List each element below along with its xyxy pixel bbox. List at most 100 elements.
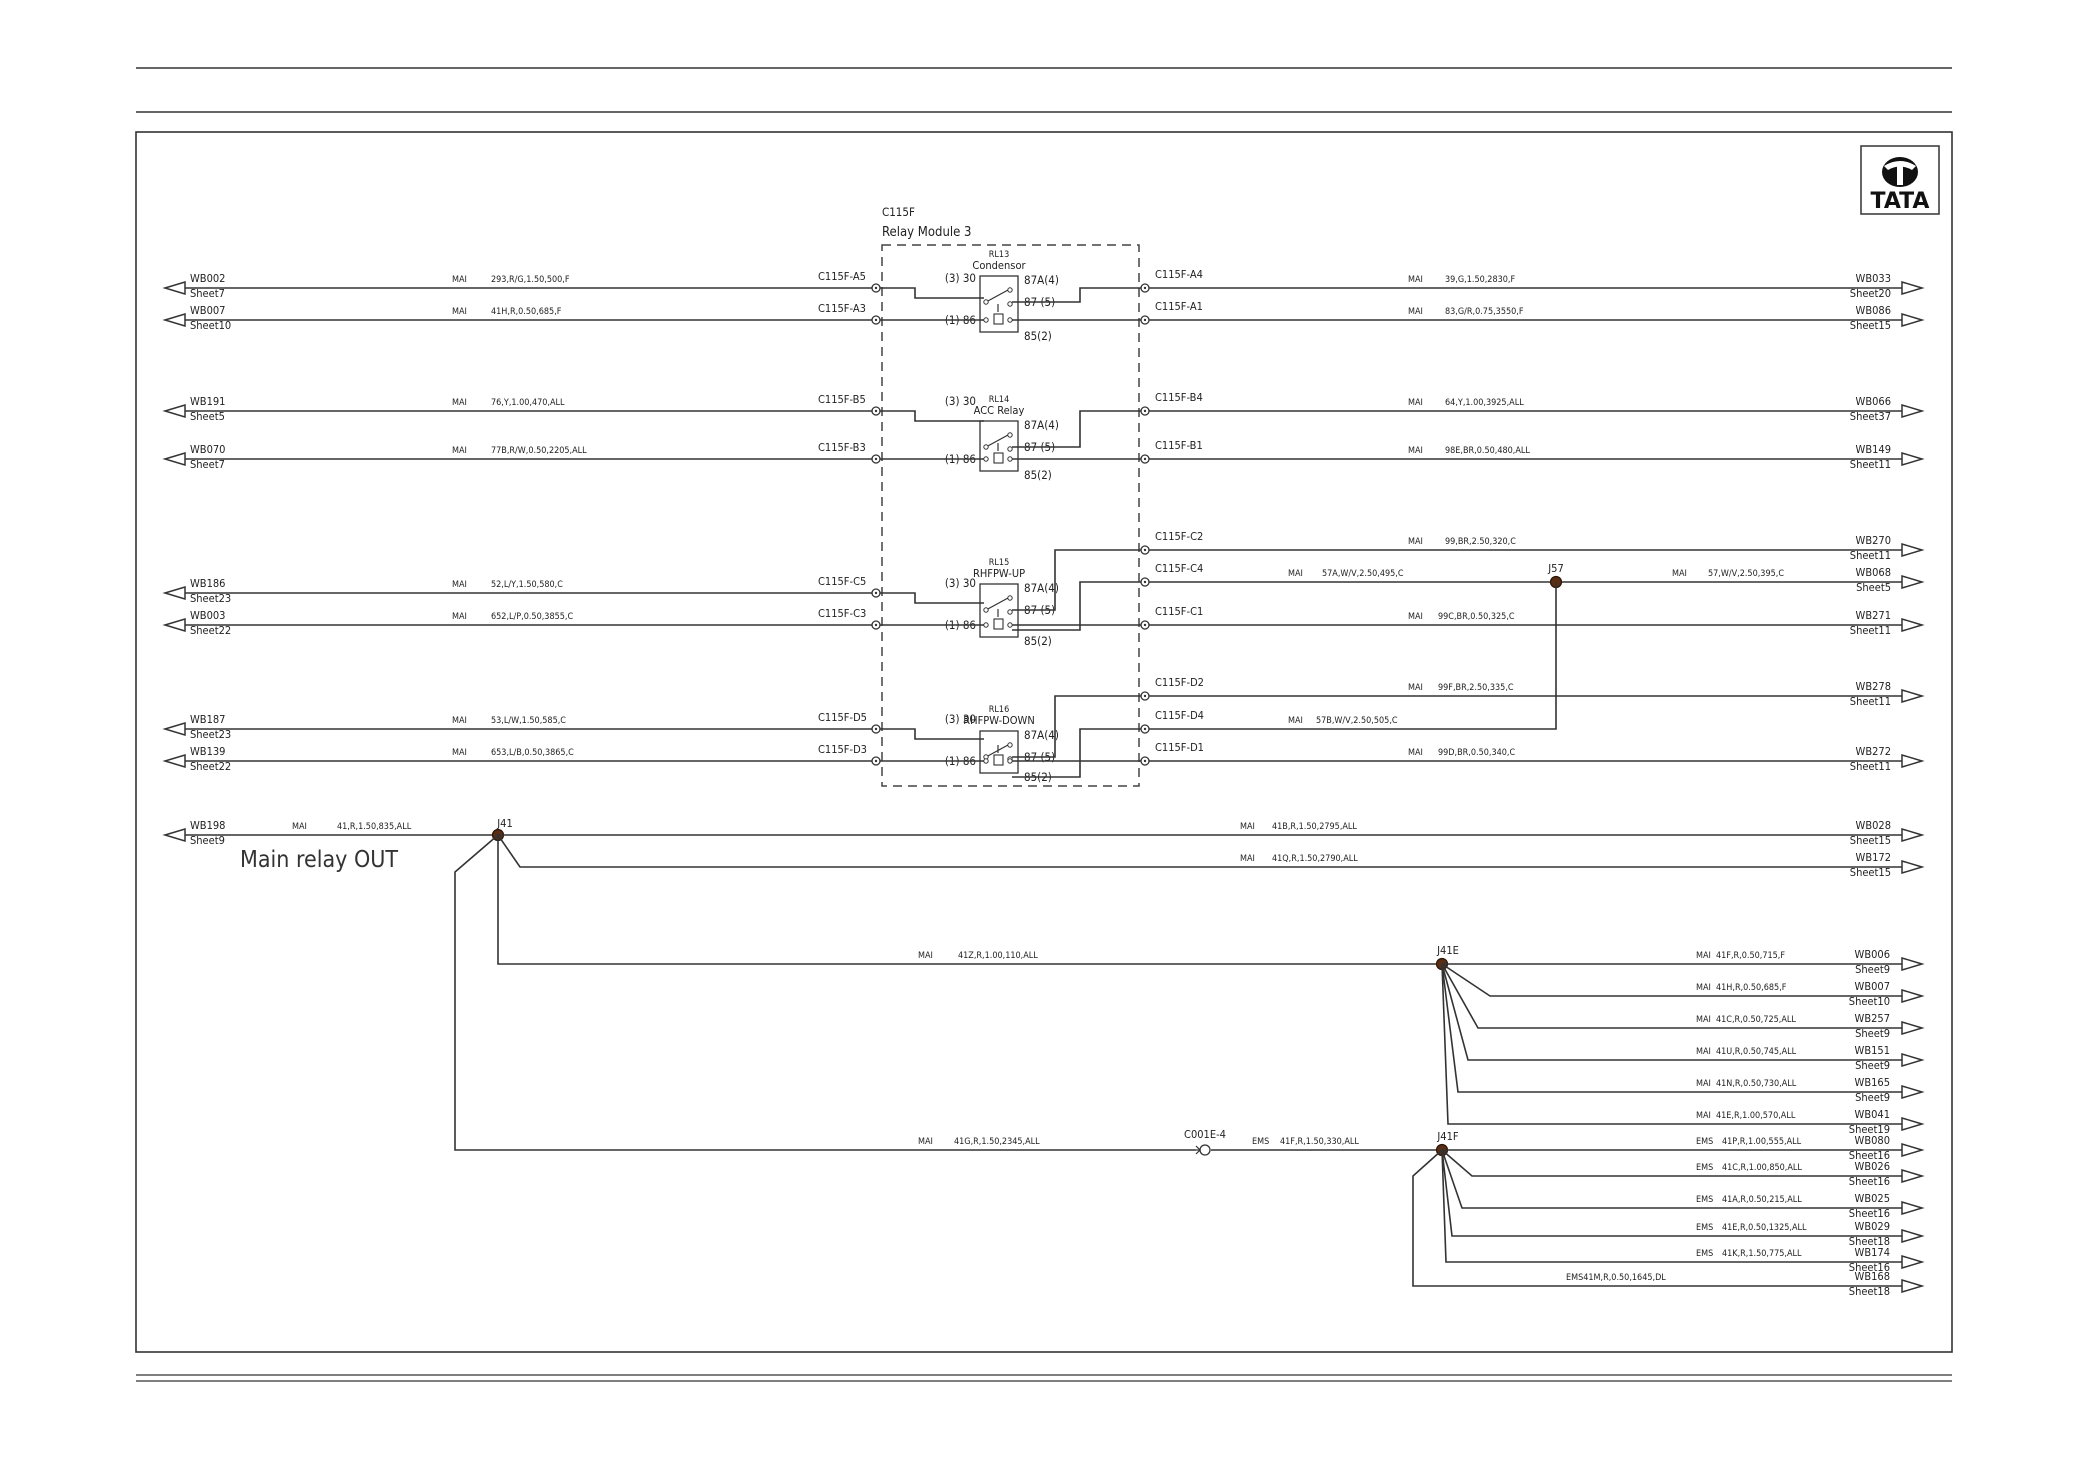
pin-dot	[1143, 457, 1147, 461]
wire-spec: 41N,R,0.50,730,ALL	[1716, 1079, 1797, 1089]
logo-arc	[1884, 161, 1916, 170]
arrow-left-icon	[162, 617, 186, 633]
sheet-label: Sheet5	[1856, 581, 1891, 594]
wire-spec: 41C,R,0.50,725,ALL	[1716, 1015, 1796, 1025]
j41f-branch	[1441, 1149, 1902, 1209]
j41f-branch	[1441, 1149, 1902, 1237]
connector-pin: C115F-C3	[818, 607, 866, 620]
arrow-right-icon	[1901, 1142, 1925, 1158]
sheet-label: Sheet22	[190, 760, 231, 773]
harness-label: EMS	[1696, 1163, 1713, 1173]
harness-label: MAI	[918, 1137, 933, 1147]
wire-spec: 41Q,R,1.50,2790,ALL	[1272, 854, 1358, 864]
arrow-left-icon	[162, 451, 186, 467]
relay-out-87a	[1012, 728, 1141, 778]
harness-label: MAI	[1408, 748, 1423, 758]
wire-to-j41e	[497, 835, 1442, 965]
relay-switch-arm	[985, 289, 1009, 303]
sheet-label: Sheet11	[1850, 624, 1891, 637]
j41e-branch	[1441, 963, 1902, 1029]
relay-out-87	[1012, 695, 1141, 758]
logo-stem	[1897, 166, 1903, 185]
wb-label: WB165	[1855, 1076, 1890, 1089]
harness-label: MAI	[1696, 983, 1711, 993]
sheet-label: Sheet11	[1850, 549, 1891, 562]
wb-label: WB033	[1856, 272, 1891, 285]
sheet-label: Sheet9	[1855, 1059, 1890, 1072]
j41f-branch	[1412, 1149, 1902, 1287]
sheet-label: Sheet7	[190, 287, 225, 300]
wb-label: WB041	[1855, 1108, 1890, 1121]
relay-in-30	[880, 410, 984, 422]
j41e-branch	[1441, 963, 1902, 997]
wire-spec: 53,L/W,1.50,585,C	[491, 716, 566, 726]
wb-label: WB198	[190, 819, 225, 832]
connector-pin: C115F-D1	[1155, 741, 1204, 754]
wb-label: WB070	[190, 443, 225, 456]
wire-spec: 98E,BR,0.50,480,ALL	[1445, 446, 1530, 456]
pin-dot	[1143, 286, 1147, 290]
wire-spec: 52,L/Y,1.50,580,C	[491, 580, 563, 590]
relay-pin-30: (3) 30	[945, 576, 976, 590]
wire-spec: 99,BR,2.50,320,C	[1445, 537, 1516, 547]
harness-label: MAI	[452, 446, 467, 456]
relay-contact	[1007, 456, 1013, 462]
wire-spec: 41C,R,1.00,850,ALL	[1722, 1163, 1802, 1173]
harness-label: MAI	[1696, 1015, 1711, 1025]
arrow-right-icon	[1901, 542, 1925, 558]
wb-label: WB270	[1856, 534, 1891, 547]
harness-label: MAI	[1240, 854, 1255, 864]
relay-contact	[1007, 742, 1013, 748]
sheet-label: Sheet10	[190, 319, 231, 332]
j57-feed	[1149, 582, 1557, 730]
relay-contact	[983, 607, 989, 613]
wire-spec: 99D,BR,0.50,340,C	[1438, 748, 1515, 758]
relay-contact	[983, 456, 989, 462]
arrow-right-icon	[1901, 988, 1925, 1004]
harness-label: MAI	[918, 951, 933, 961]
wb-label: WB257	[1855, 1012, 1890, 1025]
harness-label: MAI	[1696, 1047, 1711, 1057]
pin-dot	[1143, 759, 1147, 763]
wire-spec: 41Z,R,1.00,110,ALL	[958, 951, 1038, 961]
relay-out-87a	[1012, 581, 1141, 631]
wb-label: WB002	[190, 272, 225, 285]
relay-contact	[1007, 595, 1013, 601]
wire-spec: 57,W/V,2.50,395,C	[1708, 569, 1784, 579]
relay-name: RHFPW-DOWN	[963, 714, 1035, 727]
relay-out-87	[1012, 410, 1141, 448]
relay-contact	[1007, 317, 1013, 323]
arrow-right-icon	[1901, 753, 1925, 769]
arrow-right-icon	[1901, 1254, 1925, 1270]
wb-label: WB026	[1855, 1160, 1890, 1173]
sheet-label: Sheet11	[1850, 760, 1891, 773]
wb-label: WB080	[1855, 1134, 1890, 1147]
harness-label: MAI	[1288, 569, 1303, 579]
wire-spec: 652,L/P,0.50,3855,C	[491, 612, 573, 622]
wb-label: WB006	[1855, 948, 1890, 961]
junction-label: J41	[496, 817, 513, 830]
harness-label: MAI	[452, 748, 467, 758]
sheet-label: Sheet9	[190, 834, 225, 847]
relay-module-name: Relay Module 3	[882, 225, 971, 240]
wire-spec: 99C,BR,0.50,325,C	[1438, 612, 1515, 622]
relay-contact	[983, 758, 989, 764]
wire-spec: 83,G/R,0.75,3550,F	[1445, 307, 1524, 317]
relay-in-30	[880, 592, 984, 604]
connector-pin: C115F-C1	[1155, 605, 1203, 618]
wire-spec: 41K,R,1.50,775,ALL	[1722, 1249, 1802, 1259]
connector-pin: C115F-A1	[1155, 300, 1203, 313]
harness-label: MAI	[1408, 683, 1423, 693]
pin-dot	[1143, 548, 1147, 552]
sheet-label: Sheet15	[1850, 866, 1891, 879]
wb-label: WB151	[1855, 1044, 1890, 1057]
connector-chevron-icon	[1195, 1145, 1201, 1155]
sheet-label: Sheet10	[1849, 995, 1890, 1008]
arrow-right-icon	[1901, 280, 1925, 296]
connector-pin: C115F-A5	[818, 270, 866, 283]
wire-spec: 64,Y,1.00,3925,ALL	[1445, 398, 1524, 408]
wire-spec: EMS41M,R,0.50,1645,DL	[1566, 1273, 1666, 1283]
relay-pin-87a: 87A(4)	[1024, 418, 1059, 432]
